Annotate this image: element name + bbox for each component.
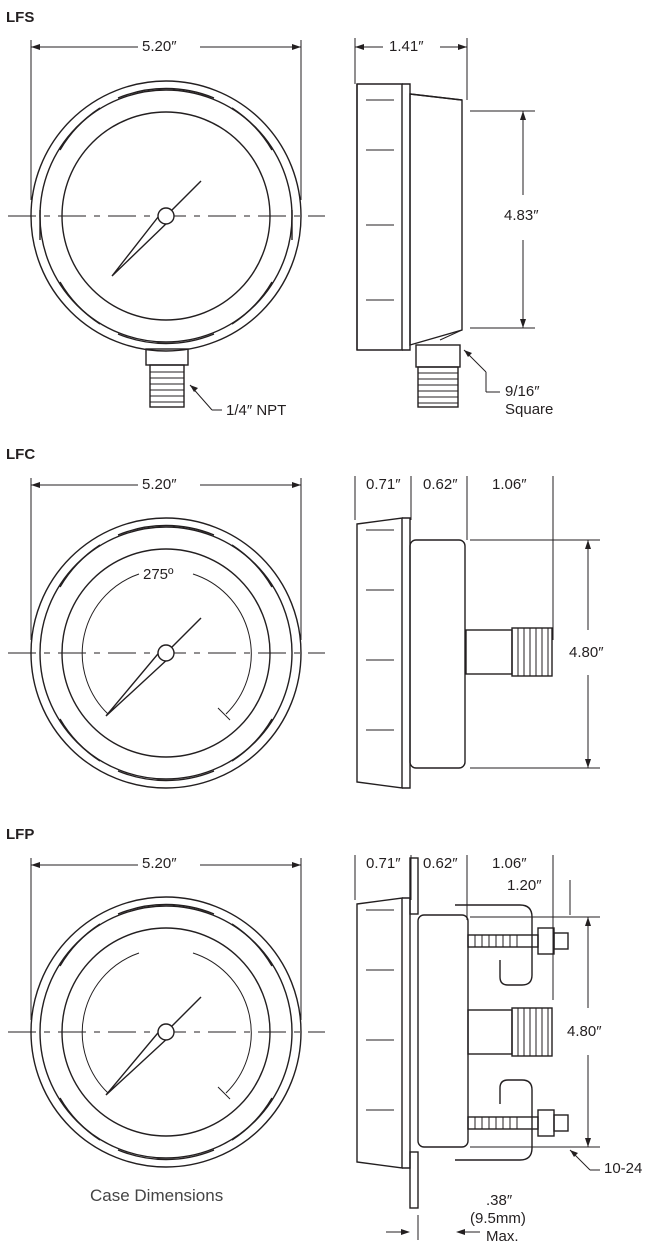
lfp-side-dim-3: 1.06″ <box>490 855 529 872</box>
lfs-side-height: 4.83″ <box>502 207 541 224</box>
lfc-side-dim-2: 0.62″ <box>421 476 460 493</box>
lfs-side-view <box>354 38 535 408</box>
lfp-front-width: 5.20″ <box>140 855 179 872</box>
section-label-lfc: LFC <box>6 446 36 463</box>
lfc-side-dim-1: 0.71″ <box>364 476 403 493</box>
lfp-bracket-dim: 1.20″ <box>505 877 544 894</box>
caption: Case Dimensions <box>90 1186 224 1205</box>
lfp-side-dim-2: 0.62″ <box>421 855 460 872</box>
lfp-panel-max-in: .38″ <box>486 1192 513 1209</box>
lfp-side-height: 4.80″ <box>565 1023 604 1040</box>
lfp-front-view <box>8 858 325 1168</box>
lfs-front-width: 5.20″ <box>140 38 179 55</box>
lfc-side-view <box>354 476 600 789</box>
lfp-side-view <box>354 855 600 1240</box>
lfp-side-dim-1: 0.71″ <box>364 855 403 872</box>
lfc-side-height: 4.80″ <box>567 644 606 661</box>
lfc-front-view <box>8 478 325 789</box>
section-label-lfp: LFP <box>6 826 35 843</box>
lfc-side-dim-3: 1.06″ <box>490 476 529 493</box>
lfc-front-width: 5.20″ <box>140 476 179 493</box>
lfs-wrench-flat-size: 9/16″ <box>505 383 540 400</box>
lfp-panel-max-mm: (9.5mm) <box>470 1210 526 1227</box>
lfp-panel-max-word: Max. <box>486 1228 519 1245</box>
lfp-screw-size: 10-24 <box>604 1160 643 1177</box>
lfs-wrench-flat-shape: Square <box>505 401 554 418</box>
lfs-connection: 1/4″ NPT <box>226 402 287 419</box>
section-label-lfs: LFS <box>6 9 35 26</box>
lfs-side-depth: 1.41″ <box>387 38 426 55</box>
lfs-front-view <box>8 40 325 411</box>
lfc-sweep-angle: 275º <box>143 566 174 583</box>
